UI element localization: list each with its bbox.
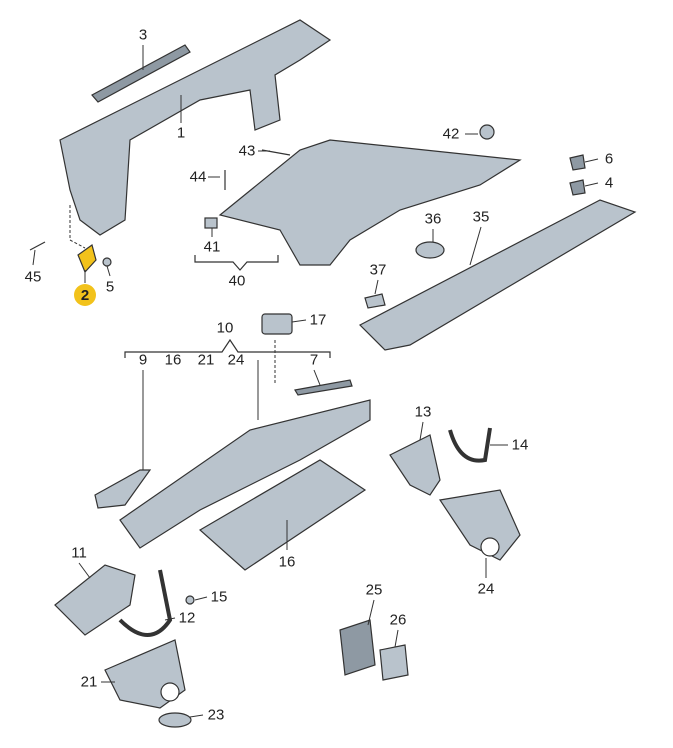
part-45-bolt — [29, 241, 46, 251]
callout-3: 3 — [138, 26, 148, 44]
part-17-bracket — [261, 313, 293, 335]
part-23-grommet — [158, 712, 192, 728]
part-5-bolt — [102, 257, 112, 267]
callout-14: 14 — [511, 436, 529, 454]
callout-24: 24 — [477, 580, 495, 598]
callout-7: 7 — [309, 351, 319, 369]
callout-17: 17 — [309, 311, 327, 329]
part-12-hose — [118, 569, 173, 637]
callout-4: 4 — [604, 174, 614, 192]
callout-1: 1 — [176, 124, 186, 142]
callout-23: 23 — [207, 706, 225, 724]
part-1-crossmember — [59, 19, 332, 236]
part-7-strip — [294, 379, 353, 396]
part-9-bracket — [94, 469, 152, 509]
callout-12: 12 — [178, 609, 196, 627]
part-11-cover — [54, 564, 136, 636]
callout-40: 40 — [228, 272, 246, 290]
callout-45: 45 — [24, 268, 42, 286]
callout-42: 42 — [442, 125, 460, 143]
part-36-plug — [415, 241, 445, 259]
group-40-bracket — [194, 255, 279, 271]
callout-21-group: 21 — [197, 351, 215, 369]
callout-25: 25 — [365, 581, 383, 599]
callout-11: 11 — [71, 544, 87, 562]
callout-26: 26 — [389, 611, 407, 629]
callout-9: 9 — [138, 351, 148, 369]
callout-2-highlighted: 2 — [74, 284, 96, 306]
callout-16-group: 16 — [164, 351, 182, 369]
callout-15: 15 — [210, 588, 228, 606]
callout-5: 5 — [105, 278, 115, 296]
part-41-clip — [204, 217, 218, 229]
part-37-clip — [364, 293, 386, 309]
part-35-deflector — [358, 199, 637, 351]
group-10-bracket — [124, 338, 331, 358]
callout-35: 35 — [472, 208, 490, 226]
part-24-housing — [438, 489, 521, 561]
callout-36: 36 — [424, 210, 442, 228]
callout-41: 41 — [203, 238, 221, 256]
part-40-cover — [218, 139, 522, 266]
callout-6: 6 — [604, 150, 614, 168]
part-10-rear-panel — [119, 399, 371, 549]
callout-24-group: 24 — [227, 351, 245, 369]
part-15-bolt — [185, 595, 195, 605]
callout-43: 43 — [238, 142, 256, 160]
part-6-clip — [569, 154, 586, 171]
part-4-clip — [569, 179, 586, 196]
callout-10: 10 — [216, 319, 234, 337]
part-3-seal-strip — [91, 44, 191, 103]
part-42-clip — [479, 124, 495, 140]
part-14-hose — [448, 427, 492, 463]
callout-16: 16 — [278, 553, 296, 571]
callout-21: 21 — [80, 673, 98, 691]
callout-13: 13 — [414, 403, 432, 421]
part-26-pad — [379, 644, 409, 681]
part-25-seal — [339, 619, 376, 676]
part-16-trim — [198, 459, 367, 571]
part-2-bracket — [77, 244, 97, 274]
part-13-cover — [389, 434, 441, 496]
callout-44: 44 — [189, 168, 207, 186]
callout-37: 37 — [369, 261, 387, 279]
